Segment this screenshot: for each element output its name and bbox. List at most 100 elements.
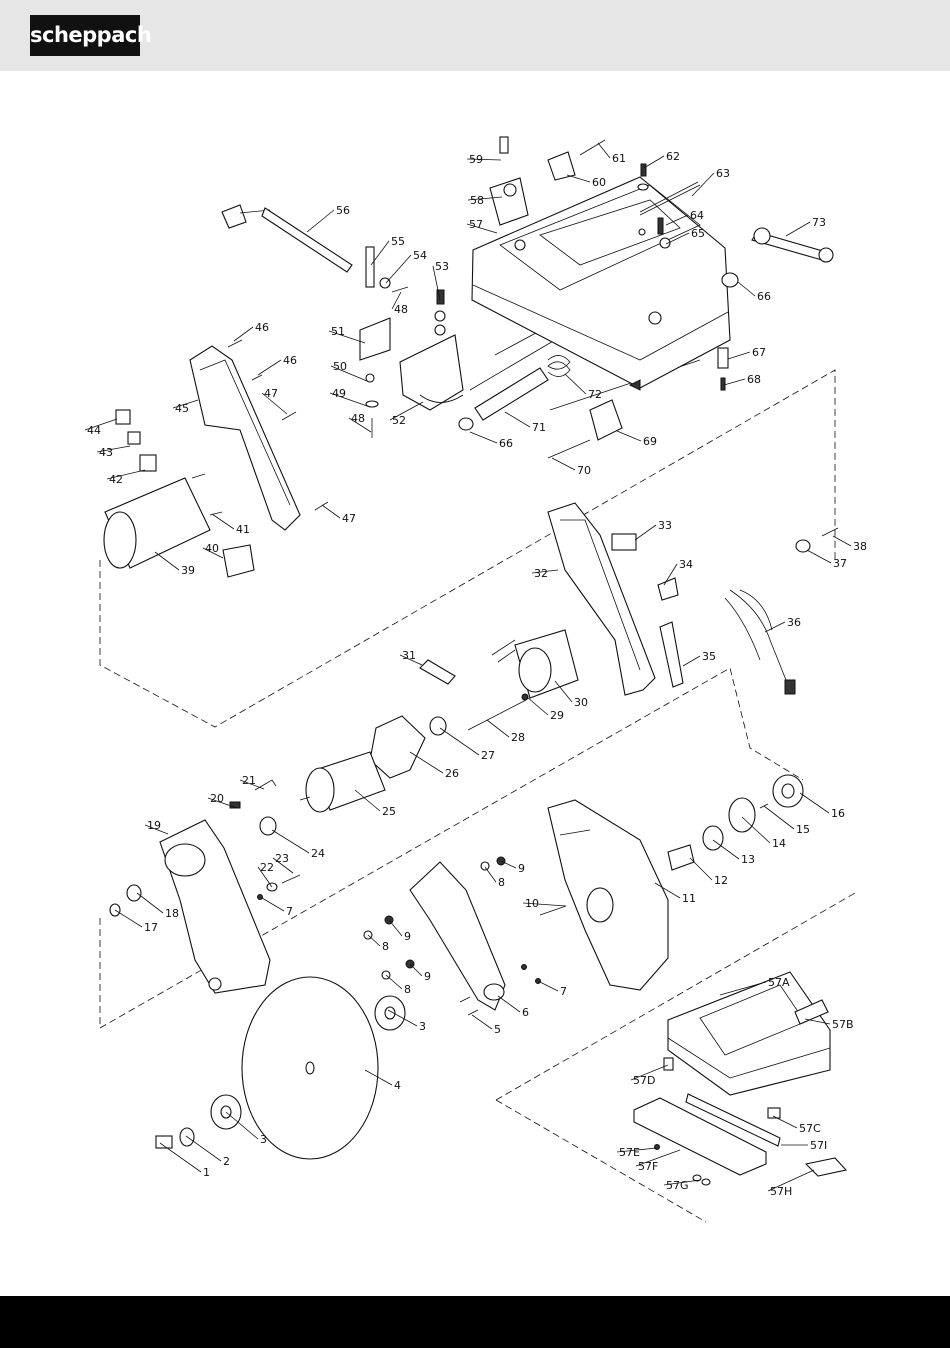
part-number-label: 20 (210, 792, 224, 805)
part-number-label: 57D (633, 1074, 655, 1087)
leader-line (472, 1015, 492, 1029)
leader-line (690, 858, 712, 880)
part-number-label: 51 (331, 325, 345, 338)
part-number-label: 67 (752, 346, 766, 359)
part-number-label: 57E (619, 1146, 640, 1159)
part-number-label: 57H (770, 1185, 792, 1198)
part-number-label: 64 (690, 209, 704, 222)
part-number-label: 34 (679, 558, 693, 571)
leader-line (617, 431, 641, 441)
part-number-label: 48 (394, 303, 408, 316)
part-number-label: 66 (757, 290, 771, 303)
part-number-label: 28 (511, 731, 525, 744)
leader-line (786, 222, 810, 236)
part-number-label: 23 (275, 852, 289, 865)
part-number-label: 54 (413, 249, 427, 262)
part-number-label: 8 (498, 876, 505, 889)
part-number-label: 59 (469, 153, 483, 166)
part-number-label: 5 (494, 1023, 501, 1036)
part-number-label: 45 (175, 402, 189, 415)
brand-logo: scheppach (30, 15, 140, 56)
leader-line (410, 752, 443, 773)
exploded-view-drawing: 1233456778889991011121314151617181920212… (0, 71, 950, 1296)
part-number-label: 24 (311, 847, 325, 860)
leader-line (833, 536, 851, 546)
part-number-label: 57 (469, 218, 483, 231)
part-number-label: 2 (223, 1155, 230, 1168)
part-number-label: 29 (550, 709, 564, 722)
part-number-label: 22 (260, 861, 274, 874)
leader-line (683, 656, 700, 666)
part-number-label: 57F (638, 1160, 658, 1173)
leader-line (440, 728, 479, 755)
footer-bar (0, 1296, 950, 1348)
part-number-label: 19 (147, 819, 161, 832)
leader-line (115, 910, 142, 927)
leader-line (322, 505, 340, 518)
part-number-label: 46 (283, 354, 297, 367)
part-number-label: 4 (394, 1079, 401, 1092)
part-number-label: 57B (832, 1018, 854, 1031)
leader-line (765, 622, 785, 632)
part-number-label: 18 (165, 907, 179, 920)
header-bar: scheppach (0, 0, 950, 71)
leader-line (565, 374, 586, 394)
leader-line (487, 720, 509, 737)
leader-line (386, 975, 402, 989)
part-number-label: 60 (592, 176, 606, 189)
part-number-label: 32 (534, 567, 548, 580)
part-number-label: 9 (404, 930, 411, 943)
part-number-label: 38 (853, 540, 867, 553)
leader-line (258, 360, 281, 375)
part-number-label: 42 (109, 473, 123, 486)
part-number-label: 50 (333, 360, 347, 373)
part-number-label: 9 (518, 862, 525, 875)
leader-line (598, 143, 610, 158)
part-number-label: 27 (481, 749, 495, 762)
leader-line (505, 412, 530, 427)
part-number-label: 72 (588, 388, 602, 401)
part-number-label: 25 (382, 805, 396, 818)
leader-line (368, 935, 380, 946)
part-number-label: 17 (144, 921, 158, 934)
leader-line (644, 156, 664, 168)
part-number-label: 15 (796, 823, 810, 836)
part-number-label: 62 (666, 150, 680, 163)
leader-line (410, 964, 422, 976)
part-number-label: 57I (810, 1139, 827, 1152)
part-number-label: 57G (666, 1179, 689, 1192)
part-number-label: 66 (499, 437, 513, 450)
part-number-label: 3 (260, 1133, 267, 1146)
leader-line (137, 893, 163, 913)
part-number-label: 47 (264, 387, 278, 400)
leader-line (567, 175, 590, 182)
part-number-label: 57A (768, 976, 790, 989)
part-number-label: 39 (181, 564, 195, 577)
leader-line (728, 352, 750, 359)
part-number-label: 10 (525, 897, 539, 910)
leader-line (307, 210, 334, 232)
leader-line (724, 379, 745, 385)
part-drawings (100, 137, 855, 1222)
part-number-label: 11 (682, 892, 696, 905)
leader-line (386, 255, 411, 283)
part-number-label: 3 (419, 1020, 426, 1033)
leader-line (160, 1143, 201, 1172)
leader-line (552, 458, 575, 470)
leader-line (389, 920, 402, 936)
part-number-label: 16 (831, 807, 845, 820)
leader-line (800, 793, 829, 813)
part-number-label: 57C (799, 1122, 821, 1135)
part-number-label: 7 (286, 905, 293, 918)
part-number-label: 8 (404, 983, 411, 996)
leader-line (212, 514, 234, 529)
part-number-label: 46 (255, 321, 269, 334)
part-number-label: 55 (391, 235, 405, 248)
leader-line (234, 327, 253, 341)
part-number-label: 68 (747, 373, 761, 386)
part-number-label: 6 (522, 1006, 529, 1019)
part-number-label: 21 (242, 774, 256, 787)
leader-line (807, 550, 831, 563)
part-number-label: 37 (833, 557, 847, 570)
part-number-label: 47 (342, 512, 356, 525)
